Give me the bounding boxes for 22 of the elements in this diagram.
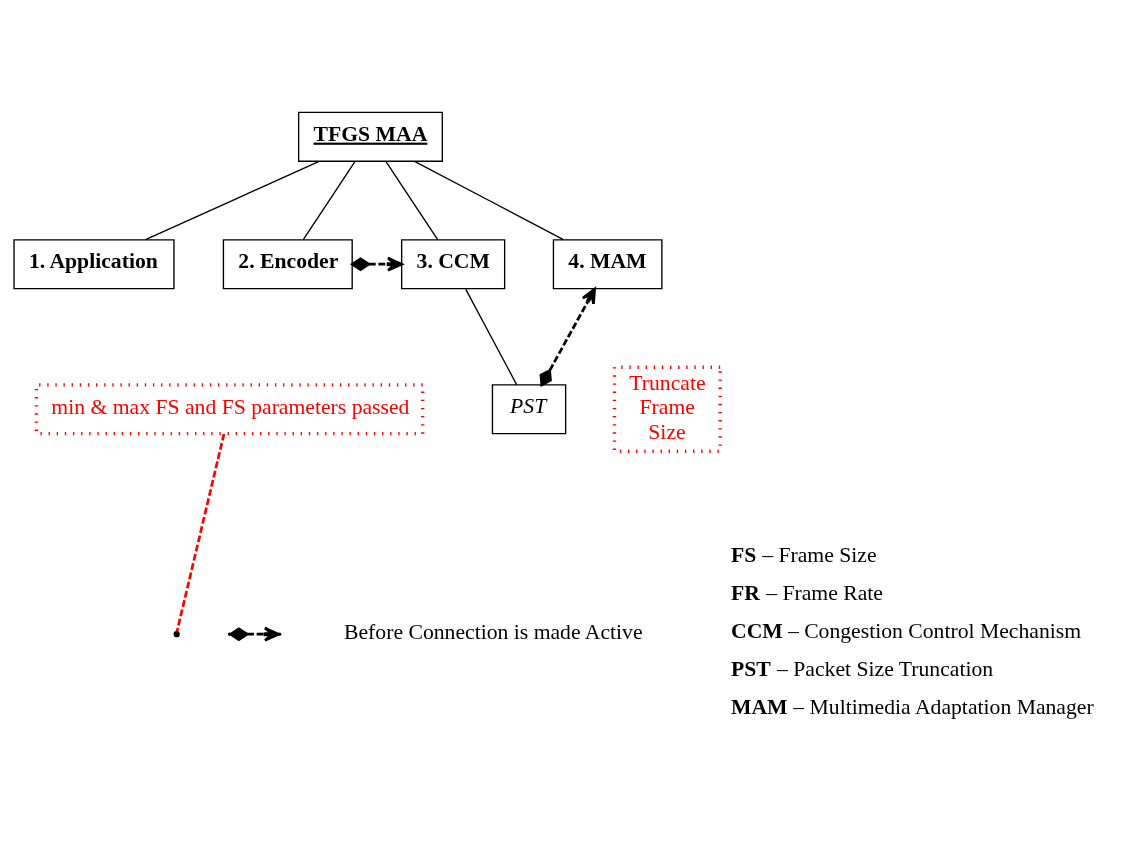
- node-box: 2. Encoder: [222, 239, 353, 290]
- arrow: [539, 287, 597, 387]
- connector: [465, 288, 518, 386]
- connector: [302, 160, 356, 241]
- connector: [144, 160, 320, 241]
- label: MAM – Multimedia Adaptation Manager: [730, 694, 1094, 719]
- arrow: [349, 256, 403, 272]
- connector: [175, 433, 226, 632]
- legend-label: Before Connection is made Active: [344, 620, 643, 645]
- node-box: PST: [491, 384, 567, 435]
- node-box: 4. MAM: [552, 239, 663, 290]
- connector: [413, 160, 565, 241]
- connector: [385, 160, 439, 241]
- node-box: min & max FS and FS parameters passed: [34, 383, 425, 436]
- node-box: Truncate Frame Size: [612, 365, 722, 453]
- label: CCM – Congestion Control Mechanism: [730, 619, 1082, 644]
- node-box: TFGS MAA: [297, 111, 443, 162]
- label: FS – Frame Size: [730, 543, 877, 568]
- node-box: 1. Application: [13, 239, 175, 290]
- label: PST – Packet Size Truncation: [730, 656, 994, 681]
- node-box: 3. CCM: [400, 239, 506, 290]
- label: FR – Frame Rate: [730, 581, 883, 606]
